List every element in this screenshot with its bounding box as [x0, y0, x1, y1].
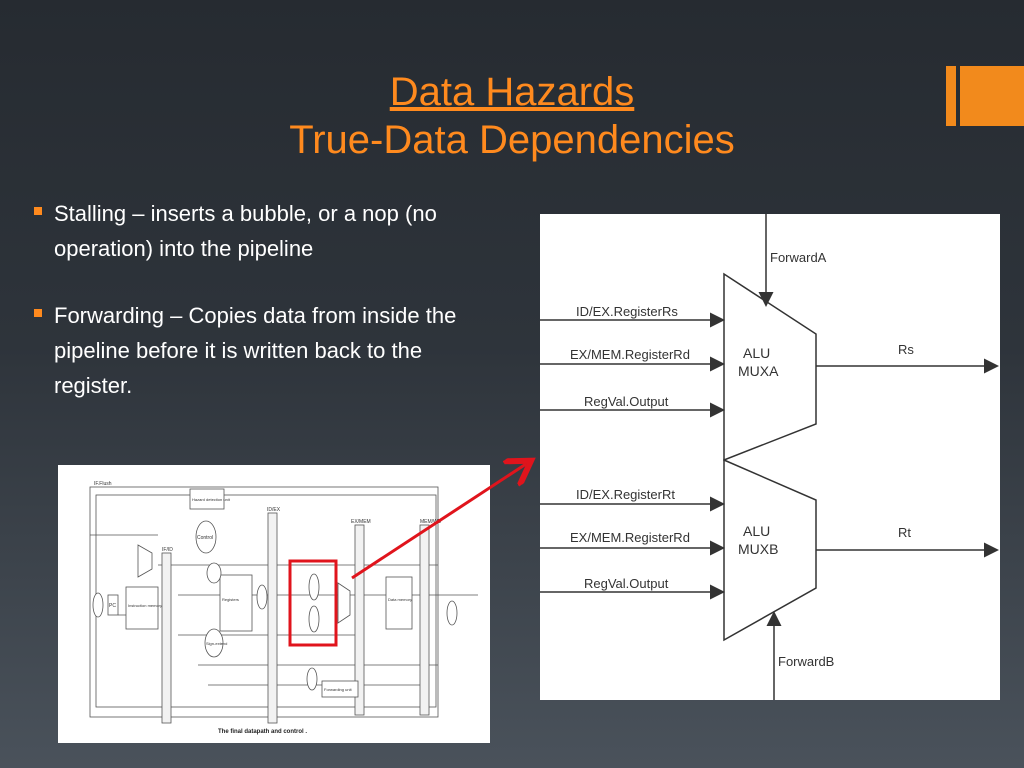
ex-mem-register: [354, 524, 365, 716]
if-flush-label: IF.Flush: [94, 481, 112, 487]
forward-a-label: ForwardA: [770, 250, 827, 265]
bullet-square-icon: [34, 207, 42, 215]
ex-mem-label: EX/MEM: [351, 519, 371, 525]
mux-b-input-label: ID/EX.RegisterRt: [576, 487, 675, 502]
bullet-square-icon: [34, 309, 42, 317]
bottom-mux: [306, 667, 318, 691]
slide-title: Data Hazards: [389, 70, 635, 114]
mem-wb-register: [419, 524, 430, 716]
compare-unit: [256, 584, 268, 610]
if-id-label: IF/ID: [162, 547, 173, 553]
forwarding-unit-label: Forwarding unit: [324, 687, 352, 692]
registers-block: [219, 574, 253, 632]
if-id-register: [161, 552, 172, 724]
mux-icon: [92, 592, 104, 618]
datapath-diagram-panel: IF.Flush IF/ID ID/EX EX/MEM MEM/WB Hazar…: [58, 465, 490, 743]
bullet-text: Forwarding – Copies data from inside the…: [54, 303, 457, 398]
sign-extend-label: Sign-extend: [206, 641, 227, 646]
bullet-item: Stalling – inserts a bubble, or a nop (n…: [32, 196, 462, 266]
adder-shape: [137, 544, 153, 578]
instruction-memory: [125, 586, 159, 630]
mux-a-shape: [723, 272, 817, 462]
id-ex-register: [267, 512, 278, 724]
instruction-memory-label: Instruction memory: [128, 603, 162, 608]
mem-wb-label: MEM/WB: [420, 519, 442, 525]
alu-shape: [337, 582, 351, 624]
mux-a-label-line2: MUXA: [738, 363, 779, 379]
mux-a-input-label: EX/MEM.RegisterRd: [570, 347, 690, 362]
hazard-detection-unit: [189, 488, 225, 510]
bullet-list: Stalling – inserts a bubble, or a nop (n…: [32, 196, 462, 435]
slide-subtitle: True-Data Dependencies: [289, 118, 735, 162]
datapath-caption: The final datapath and control .: [218, 729, 307, 735]
forward-b-label: ForwardB: [778, 654, 834, 669]
mux-diagram-panel: ForwardA ID/EX.RegisterRs EX/MEM.Registe…: [540, 214, 1000, 700]
mux-b-input-label: RegVal.Output: [584, 576, 669, 591]
pc-box: [107, 594, 119, 616]
mux-a-input-label: ID/EX.RegisterRs: [576, 304, 678, 319]
forwarding-unit: [321, 680, 359, 698]
control-label: Control: [197, 535, 213, 541]
mux-b-label-line1: ALU: [743, 523, 770, 539]
mux-a-input-label: RegVal.Output: [584, 394, 669, 409]
id-ex-label: ID/EX: [267, 507, 281, 513]
mux-b-shape: [723, 458, 817, 642]
shift-left-unit: [206, 562, 222, 584]
slide-title-block: Data Hazards True-Data Dependencies: [0, 68, 1024, 164]
mux-b-input-label: EX/MEM.RegisterRd: [570, 530, 690, 545]
mux-b-label-line2: MUXB: [738, 541, 778, 557]
datapath-diagram: IF.Flush IF/ID ID/EX EX/MEM MEM/WB Hazar…: [89, 481, 478, 735]
hazard-unit-label: Hazard detection unit: [192, 497, 231, 502]
writeback-mux: [446, 600, 458, 626]
registers-label: Registers: [222, 597, 239, 602]
forwarding-mux-a: [308, 573, 320, 601]
decorative-bar-thick: [960, 66, 1024, 126]
mux-diagram: ForwardA ID/EX.RegisterRs EX/MEM.Registe…: [540, 214, 999, 700]
data-memory: [385, 576, 413, 630]
mux-a-output-label: Rs: [898, 342, 914, 357]
forwarding-highlight-box: [288, 559, 338, 647]
forwarding-mux-b: [308, 605, 320, 633]
data-memory-label: Data memory: [388, 597, 412, 602]
decorative-bar-thin: [946, 66, 956, 126]
mux-b-output-label: Rt: [898, 525, 911, 540]
mux-a-label-line1: ALU: [743, 345, 770, 361]
control-unit: [195, 520, 217, 554]
bullet-text: Stalling – inserts a bubble, or a nop (n…: [54, 201, 437, 261]
bullet-item: Forwarding – Copies data from inside the…: [32, 298, 462, 403]
pc-label: PC: [109, 603, 116, 609]
sign-extend-unit: [204, 628, 224, 658]
